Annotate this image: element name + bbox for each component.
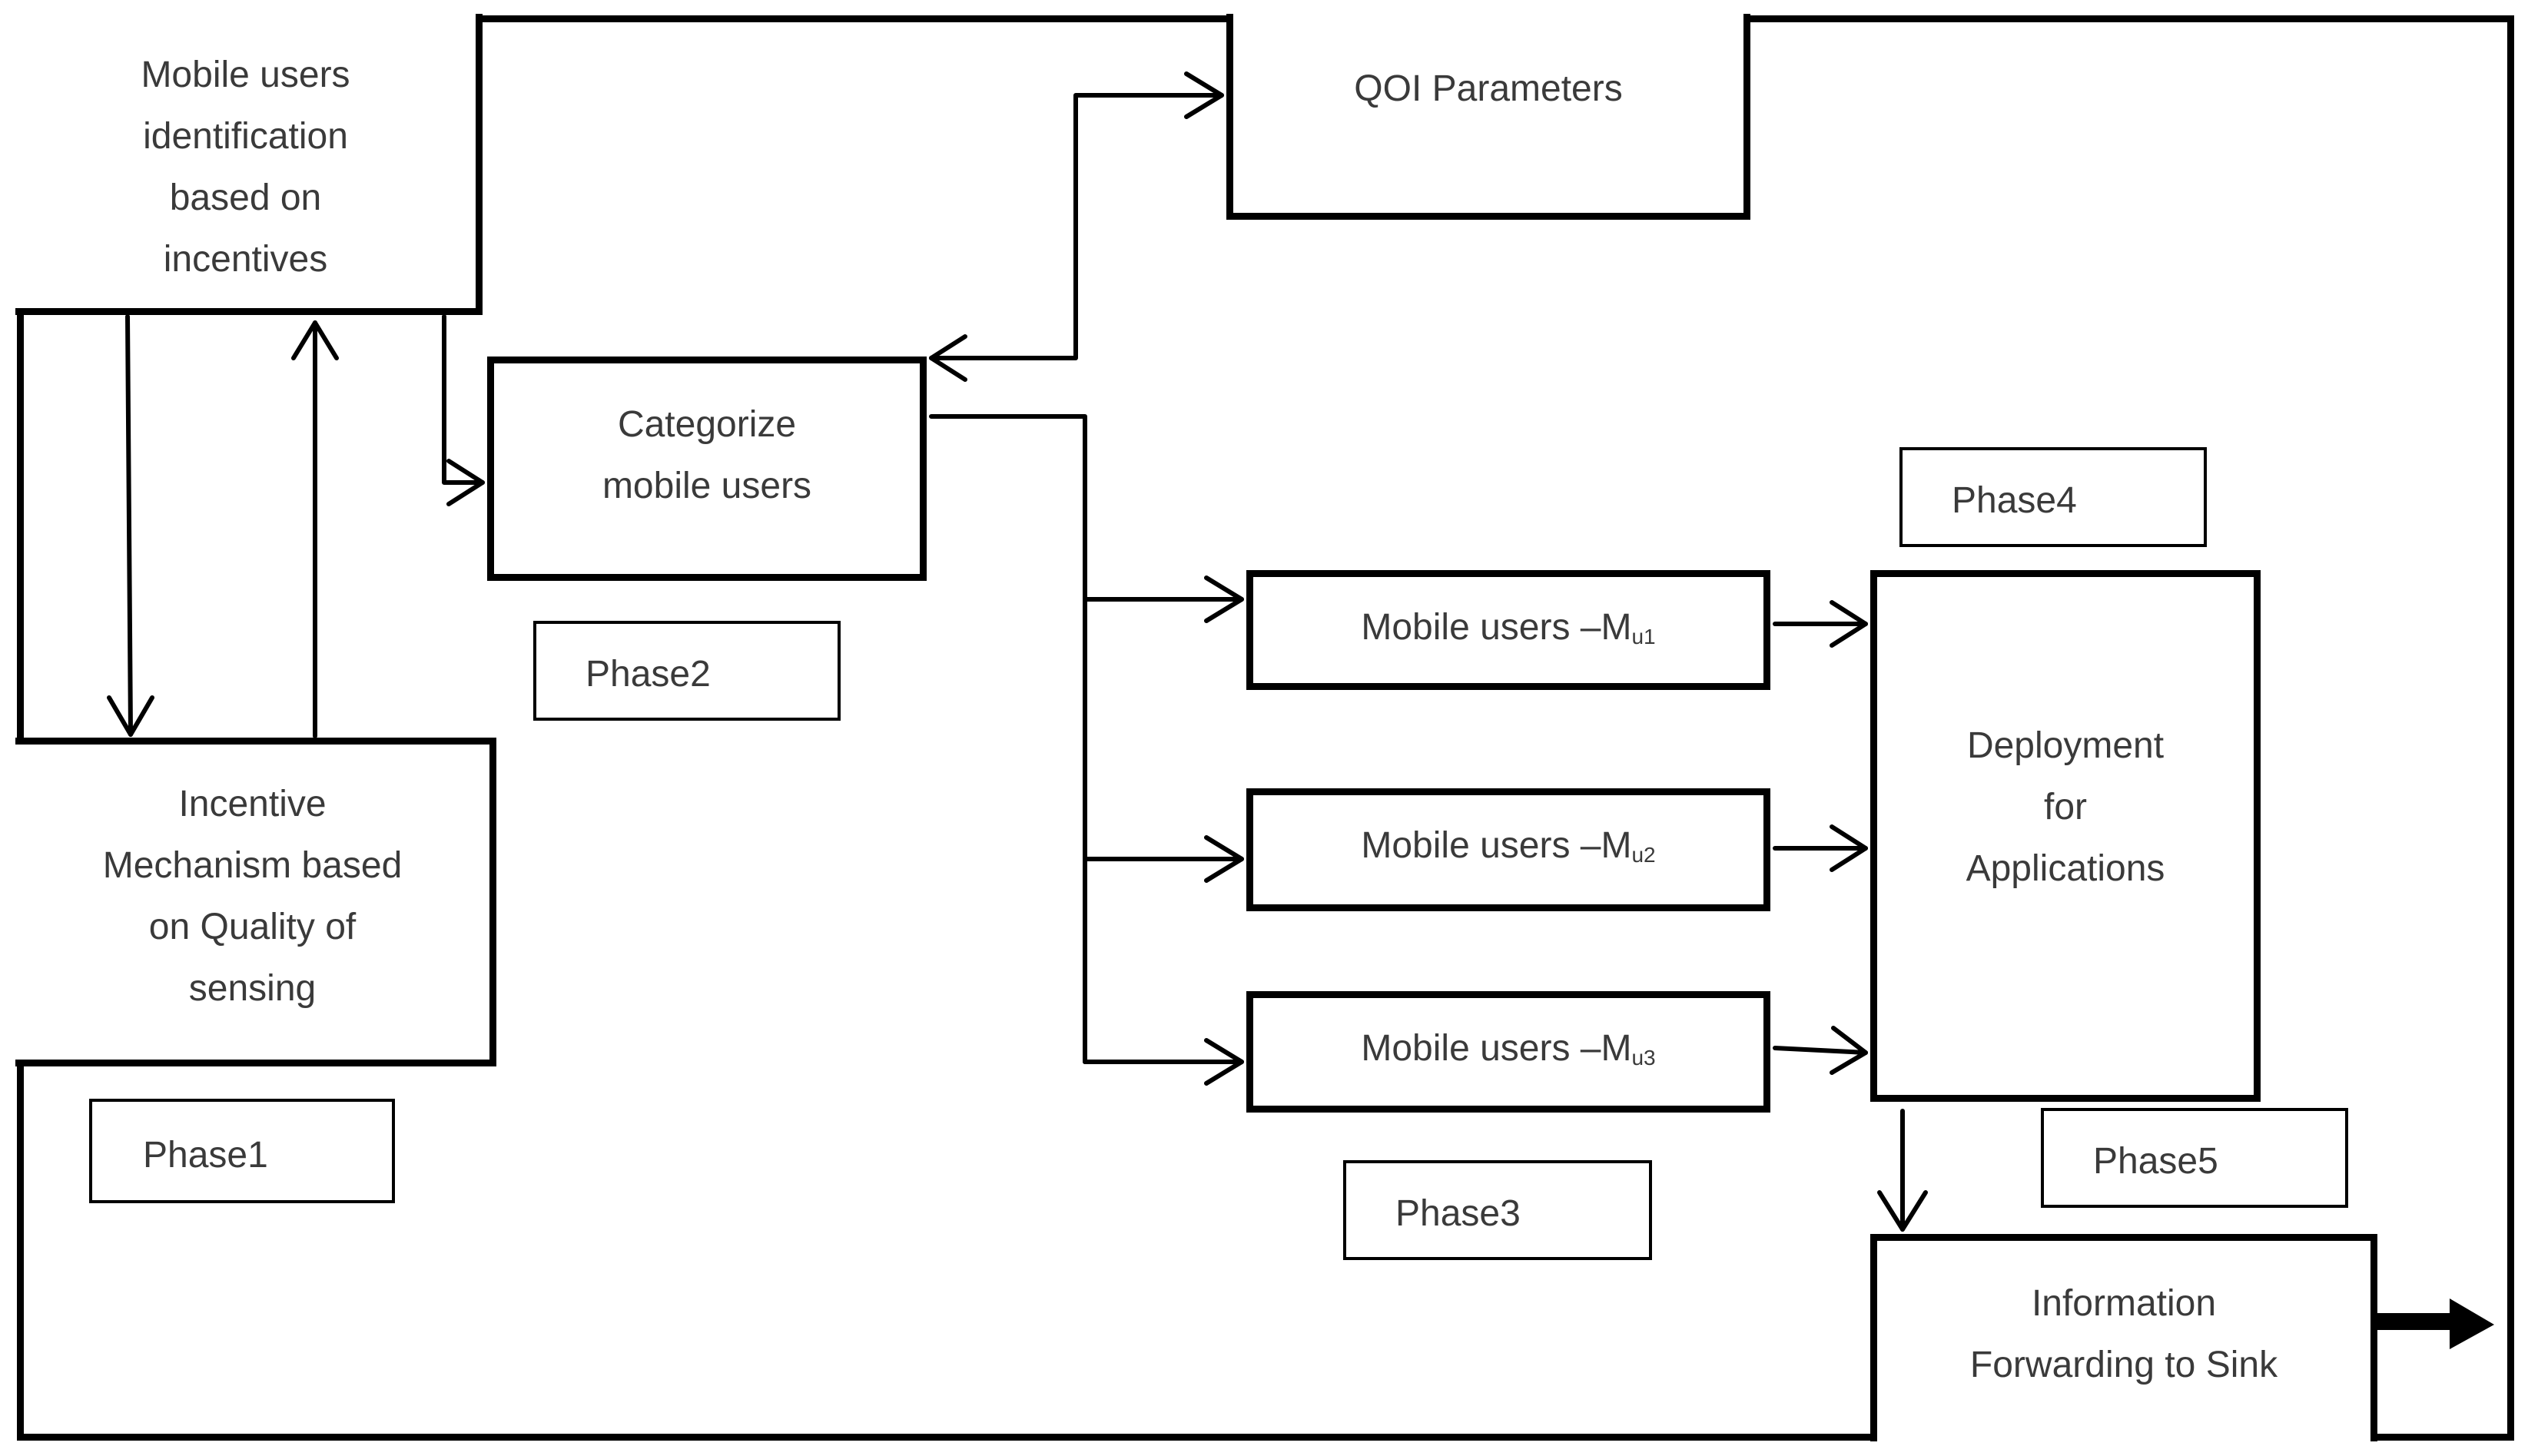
mobile-users-mu1-box: Mobile users –Mu1 bbox=[1246, 570, 1770, 690]
phase5-label-box: Phase5 bbox=[2041, 1108, 2348, 1208]
arrowhead-mu3-to-deployment bbox=[1830, 1026, 1868, 1075]
qoi-label: QOI Parameters bbox=[1354, 68, 1623, 109]
incentive-line-3: on Quality of bbox=[148, 907, 357, 947]
arrow-mu3-to-deployment bbox=[1773, 1046, 1868, 1055]
categorize-line-2: mobile users bbox=[602, 466, 812, 506]
categorize-box: Categorize mobile users bbox=[487, 357, 927, 581]
phase4-label: Phase4 bbox=[1952, 480, 2077, 521]
identification-line-4: incentives bbox=[163, 239, 328, 280]
arrowhead-to-qoi bbox=[1184, 71, 1224, 119]
deployment-line-2: for bbox=[2043, 787, 2087, 827]
arrowhead-deployment-to-information bbox=[1877, 1190, 1928, 1232]
phase1-label-box: Phase1 bbox=[89, 1099, 395, 1203]
mu1-subscript: u1 bbox=[1631, 625, 1656, 648]
mobile-users-mu2-box: Mobile users –Mu2 bbox=[1246, 788, 1770, 911]
deployment-line-1: Deployment bbox=[1966, 725, 2165, 766]
arrowhead-identification-to-incentive bbox=[107, 695, 154, 737]
mu2-subscript: u2 bbox=[1631, 843, 1656, 867]
arrow-qoi-categorize bbox=[929, 93, 1224, 360]
deployment-box: Deployment for Applications bbox=[1870, 570, 2261, 1102]
mu3-subscript: u3 bbox=[1631, 1046, 1656, 1070]
qoi-parameters-box: QOI Parameters bbox=[1226, 14, 1750, 220]
arrowhead-incentive-to-identification bbox=[291, 320, 339, 360]
arrowhead-identification-to-categorize bbox=[446, 459, 485, 506]
arrowhead-mu1-to-deployment bbox=[1830, 600, 1868, 648]
mu1-label: Mobile users –Mu1 bbox=[1361, 607, 1656, 648]
arrow-categorize-branch bbox=[929, 414, 1087, 1064]
information-forwarding-box: Information Forwarding to Sink bbox=[1870, 1234, 2377, 1441]
mu3-label: Mobile users –Mu3 bbox=[1361, 1028, 1656, 1070]
arrow-identification-to-categorize bbox=[442, 314, 485, 485]
incentive-line-1: Incentive bbox=[178, 784, 327, 824]
phase2-label: Phase2 bbox=[586, 654, 711, 695]
deployment-line-3: Applications bbox=[1966, 848, 2165, 889]
phase4-label-box: Phase4 bbox=[1899, 447, 2207, 547]
identification-line-1: Mobile users bbox=[141, 55, 350, 95]
arrowhead-output-to-sink bbox=[2450, 1298, 2494, 1349]
information-line-2: Forwarding to Sink bbox=[1969, 1345, 2278, 1385]
phase2-label-box: Phase2 bbox=[533, 621, 841, 721]
arrowhead-mu2-to-deployment bbox=[1830, 824, 1868, 872]
incentive-line-2: Mechanism based bbox=[102, 845, 403, 886]
arrowhead-mu2 bbox=[1204, 835, 1244, 883]
arrowhead-mu3 bbox=[1204, 1038, 1244, 1086]
phase3-label: Phase3 bbox=[1395, 1193, 1521, 1234]
phase1-label: Phase1 bbox=[143, 1135, 268, 1176]
mobile-users-identification-box: Mobile users identification based on inc… bbox=[15, 14, 483, 315]
arrowhead-mu1 bbox=[1204, 575, 1244, 623]
categorize-line-1: Categorize bbox=[617, 404, 797, 445]
mobile-users-mu3-box: Mobile users –Mu3 bbox=[1246, 991, 1770, 1113]
incentive-mechanism-box: Incentive Mechanism based on Quality of … bbox=[15, 738, 496, 1066]
phase3-label-box: Phase3 bbox=[1343, 1160, 1652, 1260]
arrow-identification-to-incentive bbox=[125, 314, 133, 737]
arrowhead-categorize-from-qoi bbox=[929, 334, 967, 382]
phase5-label: Phase5 bbox=[2093, 1141, 2218, 1182]
identification-line-2: identification bbox=[143, 116, 348, 157]
incentive-line-4: sensing bbox=[188, 968, 317, 1009]
mu2-label: Mobile users –Mu2 bbox=[1361, 825, 1656, 867]
identification-line-3: based on bbox=[169, 177, 322, 218]
information-line-1: Information bbox=[2031, 1283, 2217, 1324]
